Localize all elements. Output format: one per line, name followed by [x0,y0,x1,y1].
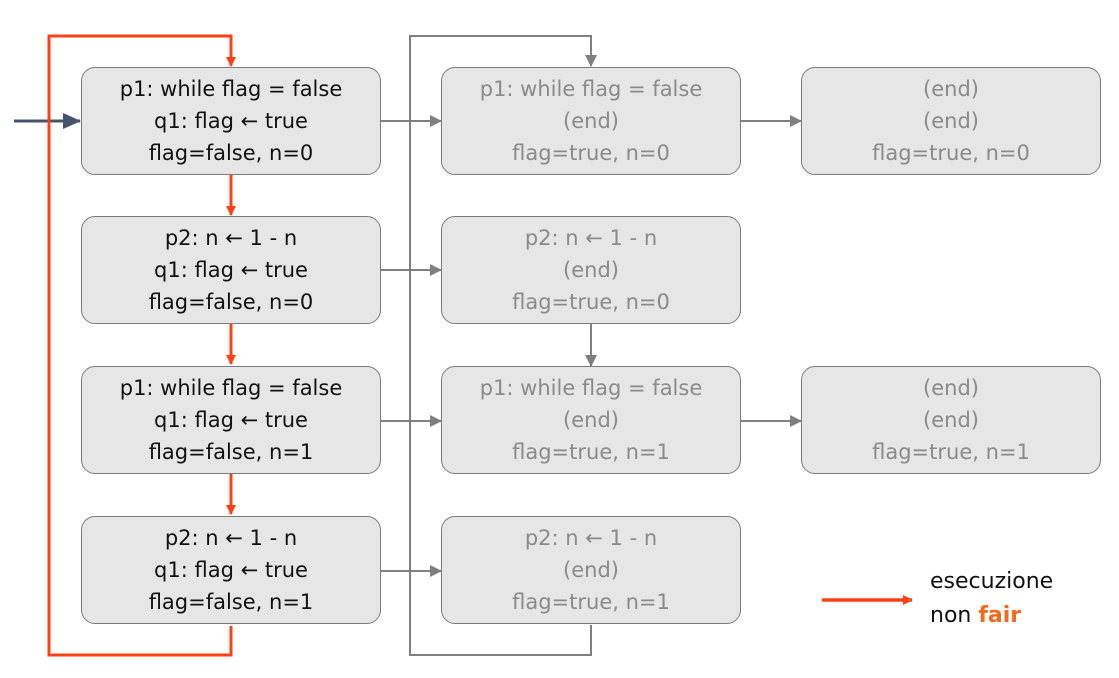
state-s9-line-1: (end) [923,77,979,101]
loop-arrow-red [47,34,236,657]
state-s3-line-2: q1: flag ← true [154,408,308,432]
state-s4: p2: n ← 1 - n q1: flag ← true flag=false… [81,516,381,624]
state-s9-line-2: (end) [923,109,979,133]
state-s4-line-1: p2: n ← 1 - n [164,526,298,550]
state-s2-line-1: p2: n ← 1 - n [164,226,298,250]
state-s1-line-3: flag=false, n=0 [148,141,314,165]
state-s6-line-1: p2: n ← 1 - n [524,226,658,250]
state-s9-line-3: flag=true, n=0 [872,141,1030,165]
legend: esecuzione non fair [930,565,1053,633]
state-s5: p1: while flag = false (end) flag=true, … [441,67,741,175]
state-s5-line-2: (end) [563,109,619,133]
state-s4-line-3: flag=false, n=1 [148,590,314,614]
state-s10-line-2: (end) [923,408,979,432]
state-s7-line-2: (end) [563,408,619,432]
state-s8-line-3: flag=true, n=1 [512,590,670,614]
state-s5-line-1: p1: while flag = false [479,77,703,101]
state-s1-line-1: p1: while flag = false [119,77,343,101]
state-s2: p2: n ← 1 - n q1: flag ← true flag=false… [81,216,381,324]
legend-line-1: esecuzione [930,569,1054,594]
state-s2-line-2: q1: flag ← true [154,258,308,282]
state-s3: p1: while flag = false q1: flag ← true f… [81,366,381,474]
state-s8-line-2: (end) [563,558,619,582]
state-s3-line-1: p1: while flag = false [119,376,343,400]
state-s1-line-2: q1: flag ← true [154,109,308,133]
state-s10-line-3: flag=true, n=1 [872,440,1030,464]
state-s3-line-3: flag=false, n=1 [148,440,314,464]
gray-loop-arrow-s8-s5 [409,35,597,656]
state-s9: (end) (end) flag=true, n=0 [801,67,1101,175]
state-s6: p2: n ← 1 - n (end) flag=true, n=0 [441,216,741,324]
state-s1: p1: while flag = false q1: flag ← true f… [81,67,381,175]
state-s6-line-3: flag=true, n=0 [512,290,670,314]
legend-line-2: non fair [930,599,1053,633]
state-s7-line-3: flag=true, n=1 [512,440,670,464]
state-s4-line-2: q1: flag ← true [154,558,308,582]
state-s7-line-1: p1: while flag = false [479,376,703,400]
state-s6-line-2: (end) [563,258,619,282]
state-s5-line-3: flag=true, n=0 [512,141,670,165]
legend-fair-word: fair [978,603,1022,628]
state-s8-line-1: p2: n ← 1 - n [524,526,658,550]
state-s8: p2: n ← 1 - n (end) flag=true, n=1 [441,516,741,624]
legend-line-2-prefix: non [930,603,979,628]
state-s7: p1: while flag = false (end) flag=true, … [441,366,741,474]
state-s10: (end) (end) flag=true, n=1 [801,366,1101,474]
state-s10-line-1: (end) [923,376,979,400]
state-s2-line-3: flag=false, n=0 [148,290,314,314]
